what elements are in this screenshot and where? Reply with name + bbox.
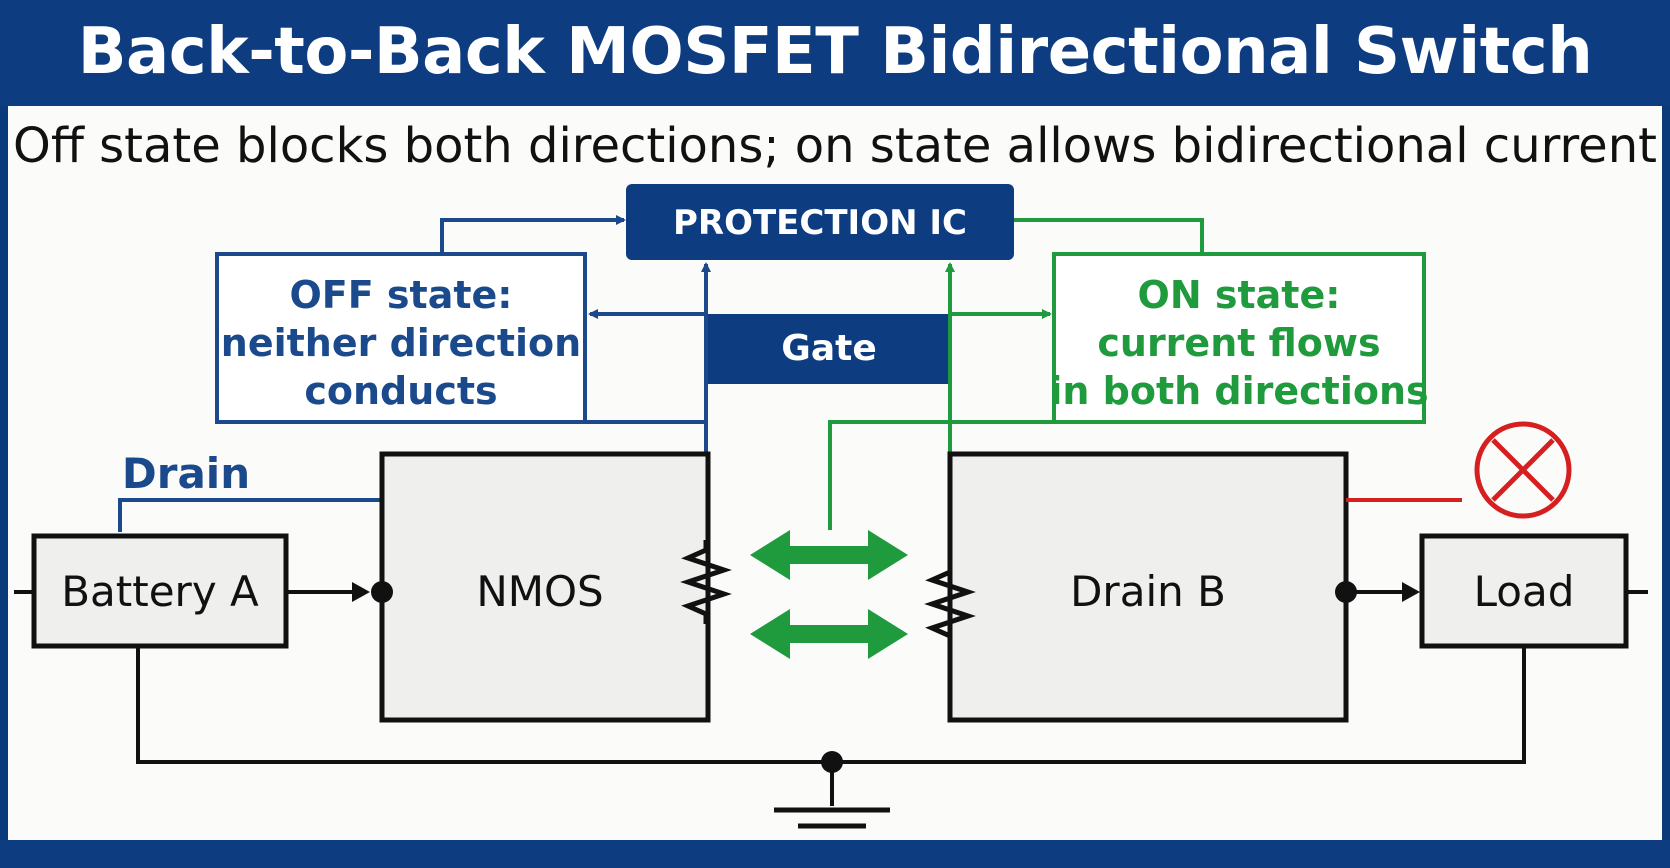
off-path-wires xyxy=(118,215,711,532)
page-title: Back-to-Back MOSFET Bidirectional Switch xyxy=(77,15,1593,89)
protection-ic-box xyxy=(626,184,1014,260)
load-label: Load xyxy=(1474,567,1575,616)
gate-label: Gate xyxy=(781,328,876,369)
protection-ic-label: PROTECTION IC xyxy=(673,203,967,243)
double-arrow-icon xyxy=(750,609,908,659)
on-state-line3: in both directions xyxy=(1049,369,1428,413)
off-state-line1: OFF state: xyxy=(289,273,512,317)
on-state-line1: ON state: xyxy=(1138,273,1341,317)
drain-label: Drain xyxy=(122,449,250,498)
off-state-line3: conducts xyxy=(304,369,497,413)
title-bar xyxy=(0,0,1670,106)
resistor-icon xyxy=(680,540,732,624)
junction-nmos xyxy=(371,581,393,603)
page-subtitle: Off state blocks both directions; on sta… xyxy=(13,118,1657,174)
arrow-head-battery xyxy=(352,582,370,602)
arrow-head-load xyxy=(1402,582,1420,602)
nmos-label: NMOS xyxy=(476,567,603,616)
double-arrow-icon xyxy=(750,530,908,580)
circle-x-icon xyxy=(1474,421,1572,519)
off-state-line2: neither direction xyxy=(221,321,581,365)
drain-b-label: Drain B xyxy=(1070,567,1226,616)
off-state-box xyxy=(215,252,587,424)
junction-drain-b xyxy=(1335,581,1357,603)
resistor-icon xyxy=(924,562,976,644)
on-path-wires xyxy=(828,218,1204,530)
gate-box xyxy=(706,314,952,384)
ground-icon xyxy=(774,807,890,829)
battery-label: Battery A xyxy=(61,567,259,616)
footer-bar xyxy=(0,840,1670,868)
on-state-box xyxy=(1052,252,1426,424)
junction-ground xyxy=(821,751,843,773)
on-state-line2: current flows xyxy=(1097,321,1380,365)
load-box xyxy=(1419,533,1629,649)
